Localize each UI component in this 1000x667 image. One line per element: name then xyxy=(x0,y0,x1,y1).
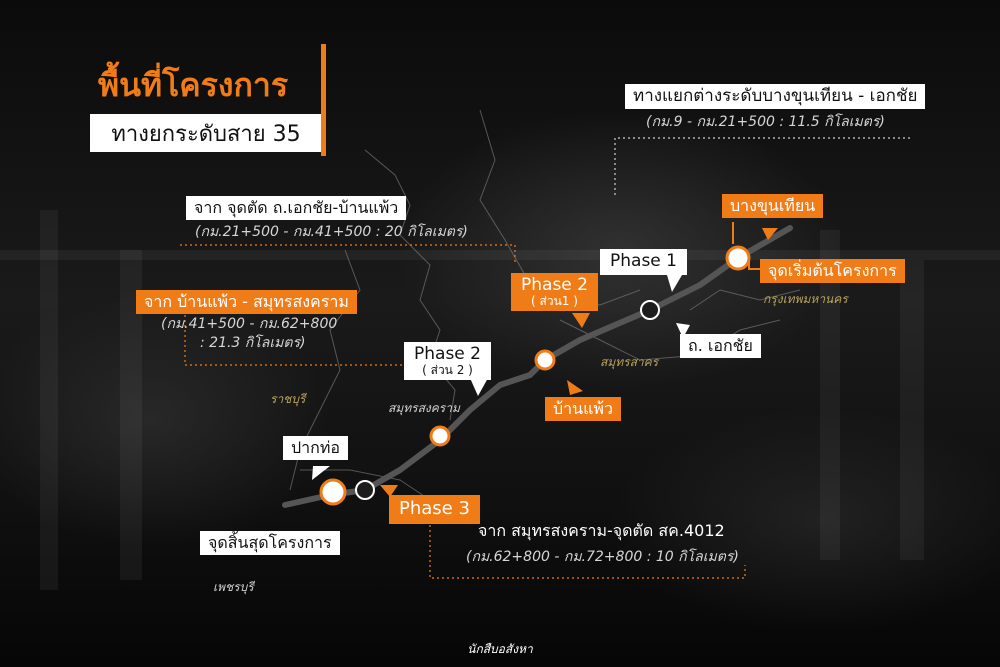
range-segment-2-line2: : 21.3 กิโลเมตร) xyxy=(200,335,306,351)
phase-2-part-1-sub: ( ส่วน1 ) xyxy=(531,293,578,308)
province-samut-songkhram: สมุทรสงคราม xyxy=(388,401,460,415)
label-segment-1: จาก จุดตัด ถ.เอกชัย-บ้านแพ้ว xyxy=(186,196,407,220)
pointer-phase2-part2 xyxy=(470,378,488,396)
bg-pillar xyxy=(820,230,840,560)
range-segment-2-line1: (กม.41+500 - กม.62+800 xyxy=(161,316,338,332)
marker-ban-phaeo xyxy=(534,349,556,371)
boundary-line xyxy=(300,469,431,501)
bg-pillar xyxy=(40,210,58,590)
label-bang-khun-thian-interchange: ทางแยกต่างระดับบางขุนเทียน - เอกชัย xyxy=(625,84,926,109)
range-segment-3: (กม.62+800 - กม.72+800 : 10 กิโลเมตร) xyxy=(466,549,739,565)
label-bang-khun-thian: บางขุนเทียน xyxy=(722,194,824,218)
guide-line-top xyxy=(614,137,910,195)
boundary-line xyxy=(689,289,801,311)
page-title: พื้นที่โครงการ xyxy=(98,66,288,104)
pointer-ban-phaeo xyxy=(567,380,583,395)
province-ratchaburi: ราชบุรี xyxy=(270,392,306,406)
page-subtitle: ทางยกระดับสาย 35 xyxy=(90,114,322,152)
label-segment-3: จาก สมุทรสงคราม-จุดตัด สค.4012 xyxy=(478,521,725,540)
title-accent-bar xyxy=(321,44,326,156)
label-project-start: จุดเริ่มต้นโครงการ xyxy=(760,259,905,283)
bg-beam xyxy=(0,250,1000,260)
label-pak-tho: ปากท่อ xyxy=(283,436,348,460)
pointer-phase1 xyxy=(667,275,682,292)
callout-phase-2-part-2: Phase 2 ( ส่วน 2 ) xyxy=(404,342,491,381)
guide-line-segment-3 xyxy=(429,500,746,579)
label-project-end: จุดสิ้นสุดโครงการ xyxy=(200,531,340,555)
label-ekkachai-road: ถ. เอกชัย xyxy=(680,334,761,358)
phase-2-part-1-title: Phase 2 xyxy=(521,275,588,295)
range-bang-khun-thian-interchange: (กม.9 - กม.21+500 : 11.5 กิโลเมตร) xyxy=(646,114,885,130)
pointer-phase2-part1 xyxy=(572,313,590,328)
pointer-pak-tho xyxy=(312,466,330,480)
bg-pillar xyxy=(120,250,142,580)
label-ban-phaeo: บ้านแพ้ว xyxy=(545,397,621,421)
pointer-ekkachai xyxy=(676,323,690,338)
pointer-phase3 xyxy=(380,485,398,497)
callout-phase-2-part-1: Phase 2 ( ส่วน1 ) xyxy=(511,273,598,312)
route-line xyxy=(282,225,793,508)
credit-text: นักสืบอสังหา xyxy=(467,642,533,656)
label-segment-2: จาก บ้านแพ้ว - สมุทรสงคราม xyxy=(136,290,357,314)
phase-1-title: Phase 1 xyxy=(610,251,677,271)
province-bangkok: กรุงเทพมหานคร xyxy=(763,292,848,306)
callout-phase-1: Phase 1 xyxy=(600,249,687,275)
guide-line-segment-2 xyxy=(184,310,440,366)
guide-lines xyxy=(180,244,746,579)
marker-samut-songkhram xyxy=(429,425,451,447)
marker-junction-4012 xyxy=(355,480,375,500)
province-samut-sakhon: สมุทรสาคร xyxy=(600,355,659,369)
phase-2-part-2-sub: ( ส่วน 2 ) xyxy=(422,362,473,377)
bg-pillar xyxy=(900,260,924,560)
phase-3-title: Phase 3 xyxy=(399,498,470,519)
phase-2-part-2-title: Phase 2 xyxy=(414,344,481,364)
province-phetchaburi: เพชรบุรี xyxy=(213,580,254,594)
callout-phase-3: Phase 3 xyxy=(389,495,480,524)
marker-ekkachai xyxy=(640,300,660,320)
range-segment-1: (กม.21+500 - กม.41+500 : 20 กิโลเมตร) xyxy=(195,224,468,240)
pointer-bang-khun-thian xyxy=(762,228,778,240)
guide-line-segment-1 xyxy=(180,244,516,265)
marker-project-end xyxy=(319,478,347,506)
marker-project-start xyxy=(725,245,751,271)
